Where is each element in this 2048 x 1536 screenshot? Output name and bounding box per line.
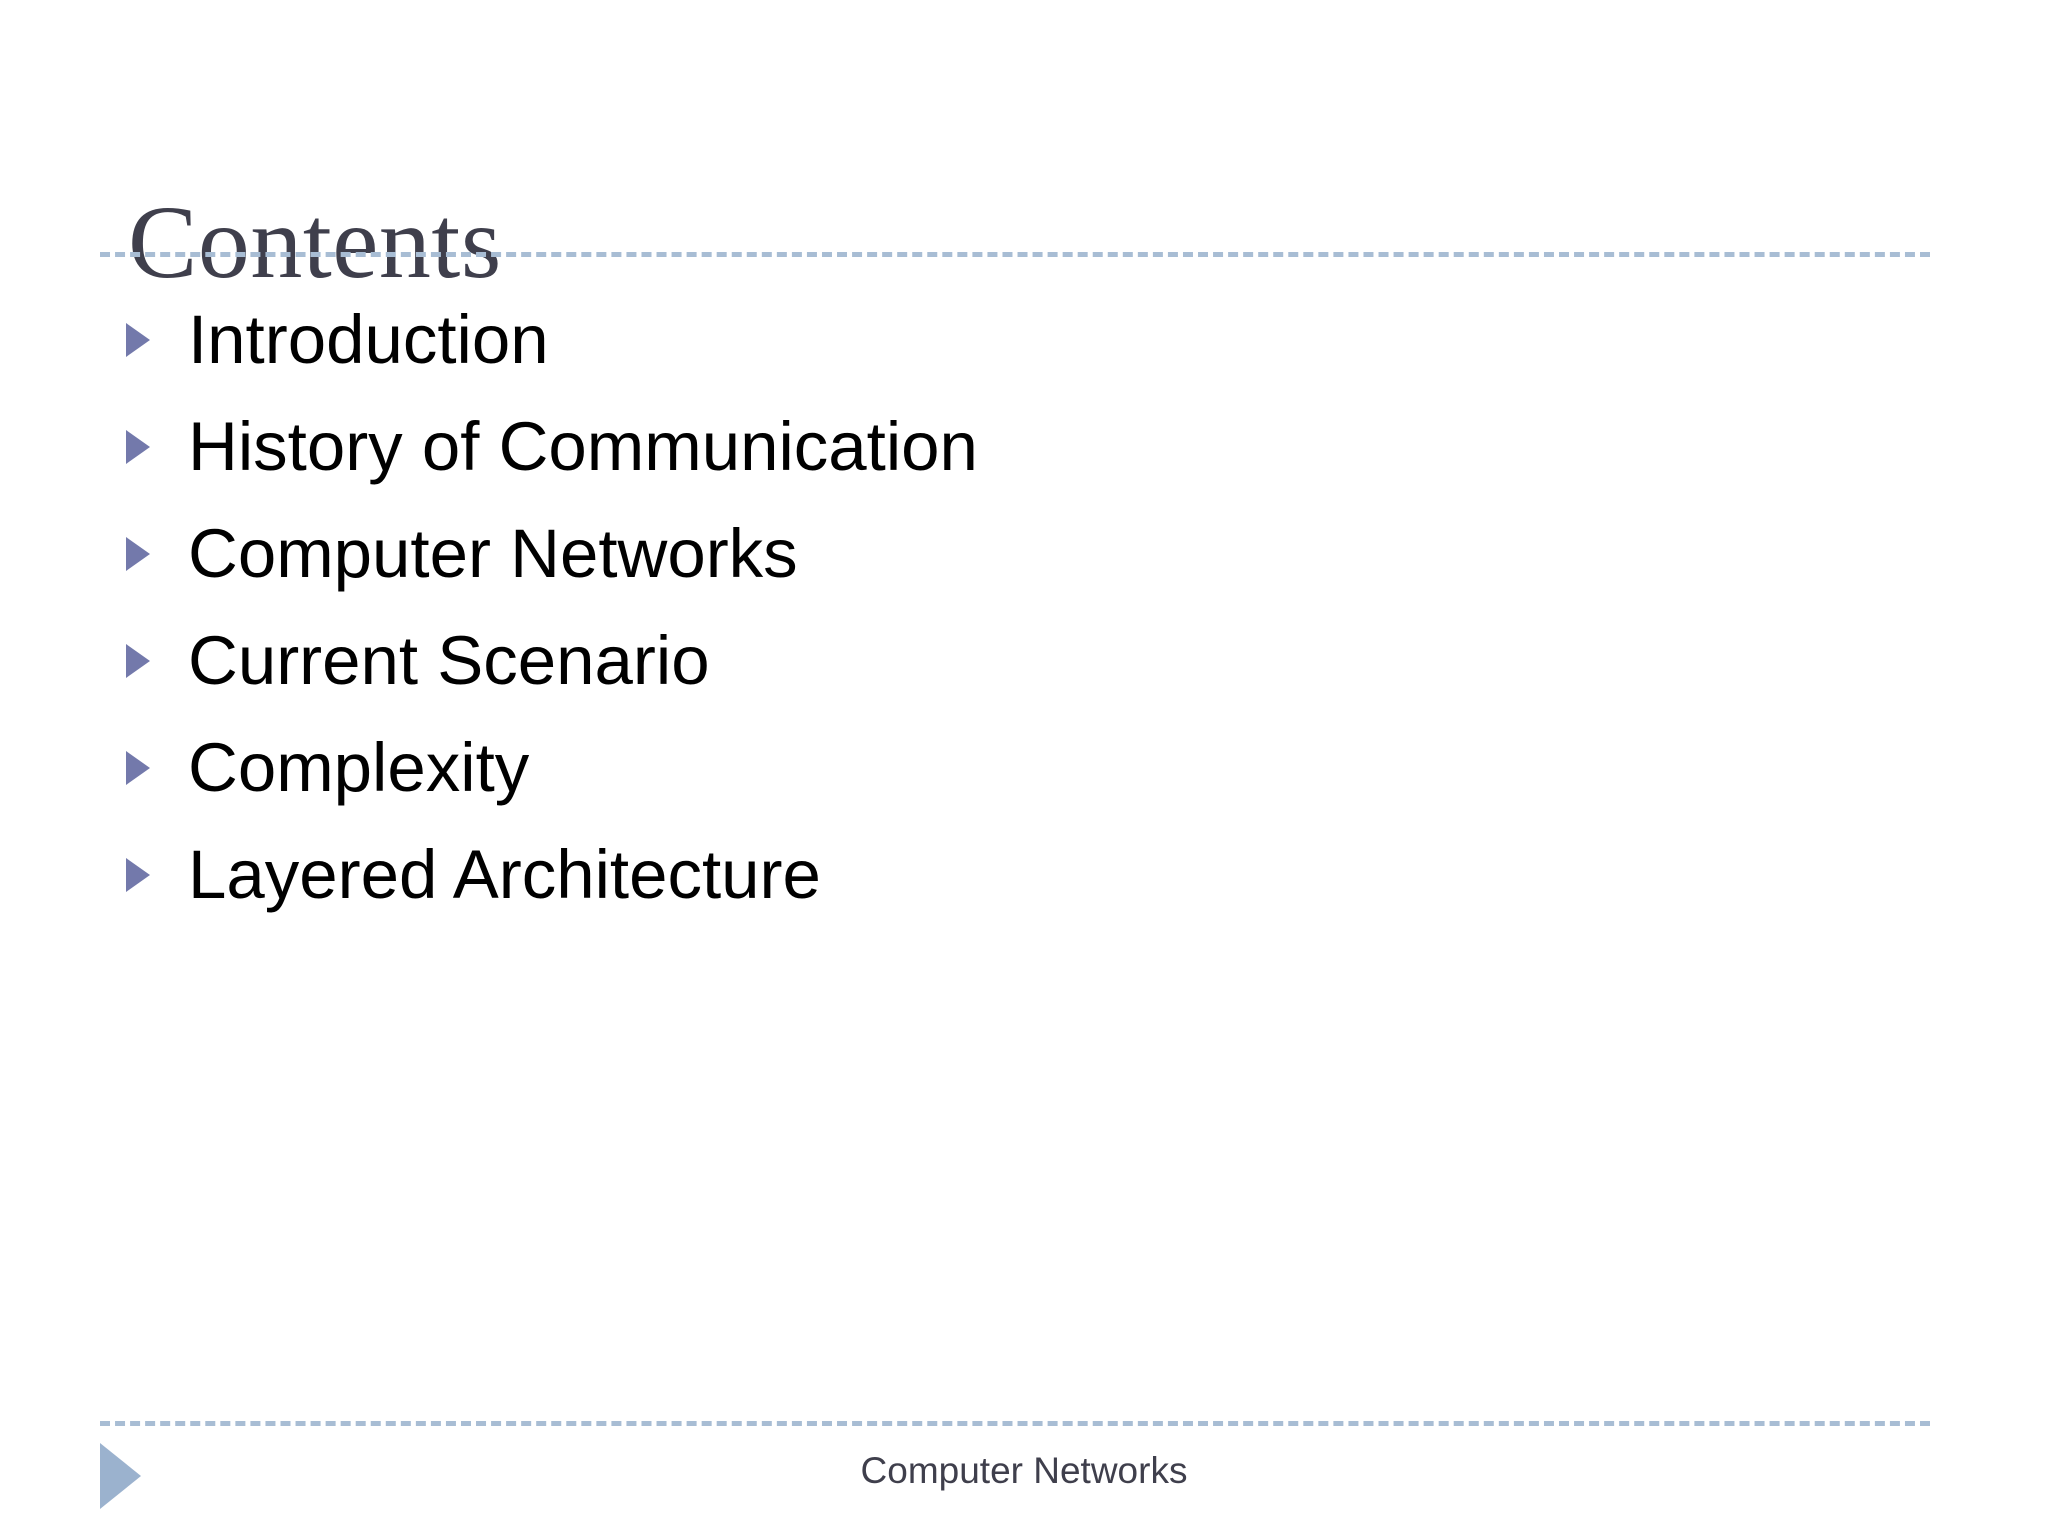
list-item-label: History of Communication	[188, 408, 978, 485]
title-divider	[100, 252, 1930, 257]
triangle-right-icon	[126, 643, 150, 678]
list-item[interactable]: Introduction	[112, 286, 1932, 393]
list-item[interactable]: Complexity	[112, 714, 1932, 821]
triangle-right-icon	[100, 1443, 141, 1509]
list-item-label: Complexity	[188, 729, 530, 806]
list-item[interactable]: Computer Networks	[112, 500, 1932, 607]
triangle-right-icon	[126, 322, 150, 357]
triangle-right-icon	[126, 857, 150, 892]
list-item[interactable]: Layered Architecture	[112, 821, 1932, 928]
list-item-label: Layered Architecture	[188, 836, 821, 913]
page-title: Contents	[128, 184, 502, 300]
list-item-label: Introduction	[188, 301, 549, 378]
contents-list: Introduction History of Communication Co…	[112, 286, 1932, 928]
footer-label: Computer Networks	[860, 1450, 1188, 1491]
list-item-label: Current Scenario	[188, 622, 710, 699]
triangle-right-icon	[126, 750, 150, 785]
triangle-right-icon	[126, 429, 150, 464]
list-item[interactable]: History of Communication	[112, 393, 1932, 500]
footer-divider	[100, 1421, 1930, 1426]
list-item-label: Computer Networks	[188, 515, 798, 592]
list-item[interactable]: Current Scenario	[112, 607, 1932, 714]
triangle-right-icon	[126, 536, 150, 571]
